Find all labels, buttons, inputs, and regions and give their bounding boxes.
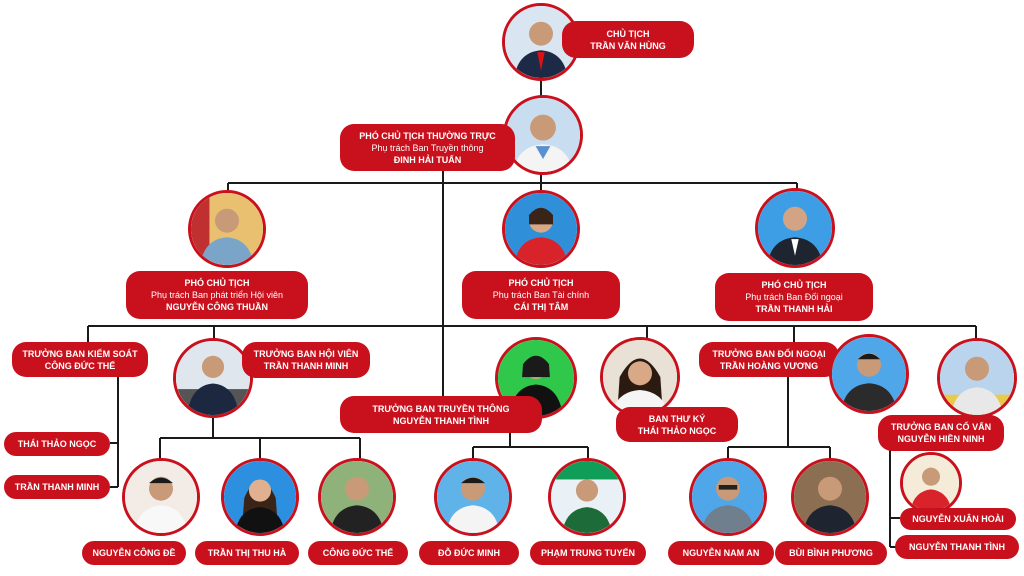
head-foreign-role: TRƯỞNG BAN ĐỐI NGOẠI [712,348,826,359]
advisory-team-2: NGUYỄN THANH TÌNH [895,535,1019,559]
head-members-role: TRƯỞNG BAN HỘI VIÊN [253,349,359,359]
vice-foreign-duty: Phụ trách Ban Đối ngoại [745,292,843,302]
vice-finance-photo [502,190,580,268]
vice-finance-role: PHÓ CHỦ TỊCH [508,278,574,288]
standing-vice-photo [503,95,583,175]
head-advisory-photo [937,338,1017,418]
foreign-team-1-photo [689,458,767,536]
head-advisory-label: TRƯỞNG BAN CỐ VẤN NGUYỄN HIỀN NINH [878,415,1004,451]
head-control-name: CÔNG ĐỨC THẾ [44,360,116,371]
vice-members-duty: Phụ trách Ban phát triển Hội viên [150,290,284,300]
secretary-label: BAN THƯ KÝ THÁI THẢO NGỌC [616,407,738,442]
foreign-team-2-photo [791,458,869,536]
secretary-name: THÁI THẢO NGỌC [637,425,717,436]
control-member-1: THÁI THẢO NGỌC [4,432,110,456]
head-advisory-name: NGUYỄN HIỀN NINH [897,434,985,444]
advisory-team-1: NGUYỄN XUÂN HOÀI [900,508,1016,530]
members-team-3-photo [318,458,396,536]
vice-finance-name: CÁI THỊ TÂM [513,302,569,312]
foreign-team-1-name: NGUYỄN NAM AN [682,548,760,558]
head-media-name: NGUYỄN THANH TÌNH [393,415,489,426]
vice-members-photo [188,190,266,268]
media-team-1-photo [434,458,512,536]
head-members-name: TRẦN THANH MINH [263,361,349,371]
standing-vice-name: ĐINH HẢI TUẤN [393,154,462,165]
members-team-3: CÔNG ĐỨC THẾ [308,541,408,565]
head-members-photo [173,338,253,418]
chairman-role: CHỦ TỊCH [606,28,650,39]
standing-vice-label: PHÓ CHỦ TỊCH THƯỜNG TRỰC Phụ trách Ban T… [340,124,515,171]
vice-foreign-photo [755,188,835,268]
standing-vice-role: PHÓ CHỦ TỊCH THƯỜNG TRỰC [359,130,496,141]
control-member-2-name: TRẦN THANH MINH [14,482,100,492]
foreign-team-2-name: BÙI BÌNH PHƯƠNG [789,548,873,558]
vice-foreign-label: PHÓ CHỦ TỊCH Phụ trách Ban Đối ngoại TRẦ… [715,273,873,321]
head-control-role: TRƯỞNG BAN KIỂM SOÁT [22,348,138,359]
media-team-1-name: ĐỖ ĐỨC MINH [438,548,500,558]
vice-finance-duty: Phụ trách Ban Tài chính [492,290,590,300]
vice-finance-label: PHÓ CHỦ TỊCH Phụ trách Ban Tài chính CÁI… [462,271,620,319]
vice-members-name: NGUYỄN CÔNG THUẦN [165,302,268,312]
head-advisory-role: TRƯỞNG BAN CỐ VẤN [890,422,992,432]
secretary-role: BAN THƯ KÝ [648,413,706,424]
media-team-2-photo [548,458,626,536]
vice-foreign-name: TRẦN THANH HẢI [755,304,833,314]
members-team-2: TRẦN THỊ THU HÀ [195,541,299,565]
head-media-role: TRƯỞNG BAN TRUYỀN THÔNG [372,403,510,414]
head-foreign-name: TRẦN HOÀNG VƯƠNG [719,360,819,371]
members-team-3-name: CÔNG ĐỨC THẾ [322,548,394,558]
vice-members-role: PHÓ CHỦ TỊCH [184,278,250,288]
members-team-1: NGUYỄN CÔNG ĐỀ [82,541,186,565]
members-team-2-photo [221,458,299,536]
head-control-label: TRƯỞNG BAN KIỂM SOÁT CÔNG ĐỨC THẾ [12,342,148,377]
vice-members-label: PHÓ CHỦ TỊCH Phụ trách Ban phát triển Hộ… [126,271,308,319]
media-team-2-name: PHẠM TRUNG TUYẾN [541,548,635,558]
members-team-1-name: NGUYỄN CÔNG ĐỀ [92,548,176,558]
advisory-team-1-photo [900,452,962,514]
chairman-name: TRẦN VĂN HÙNG [590,40,666,51]
control-member-2: TRẦN THANH MINH [4,475,110,499]
secretary-photo [600,337,680,417]
advisory-team-2-name: NGUYỄN THANH TÌNH [909,542,1005,552]
media-team-1: ĐỖ ĐỨC MINH [419,541,519,565]
media-team-2: PHẠM TRUNG TUYẾN [530,541,646,565]
advisory-team-1-name: NGUYỄN XUÂN HOÀI [912,514,1004,524]
members-team-2-name: TRẦN THỊ THU HÀ [207,548,287,558]
foreign-team-1: NGUYỄN NAM AN [668,541,774,565]
control-member-1-name: THÁI THẢO NGỌC [17,439,97,449]
head-media-label: TRƯỞNG BAN TRUYỀN THÔNG NGUYỄN THANH TÌN… [340,396,542,433]
chairman-label: CHỦ TỊCH TRẦN VĂN HÙNG [562,21,694,58]
head-foreign-label: TRƯỞNG BAN ĐỐI NGOẠI TRẦN HOÀNG VƯƠNG [699,342,839,377]
standing-vice-duty: Phụ trách Ban Truyền thông [371,142,484,153]
vice-foreign-role: PHÓ CHỦ TỊCH [761,280,827,290]
members-team-1-photo [122,458,200,536]
foreign-team-2: BÙI BÌNH PHƯƠNG [775,541,887,565]
head-members-label: TRƯỞNG BAN HỘI VIÊN TRẦN THANH MINH [242,342,370,378]
head-foreign-photo [829,334,909,414]
